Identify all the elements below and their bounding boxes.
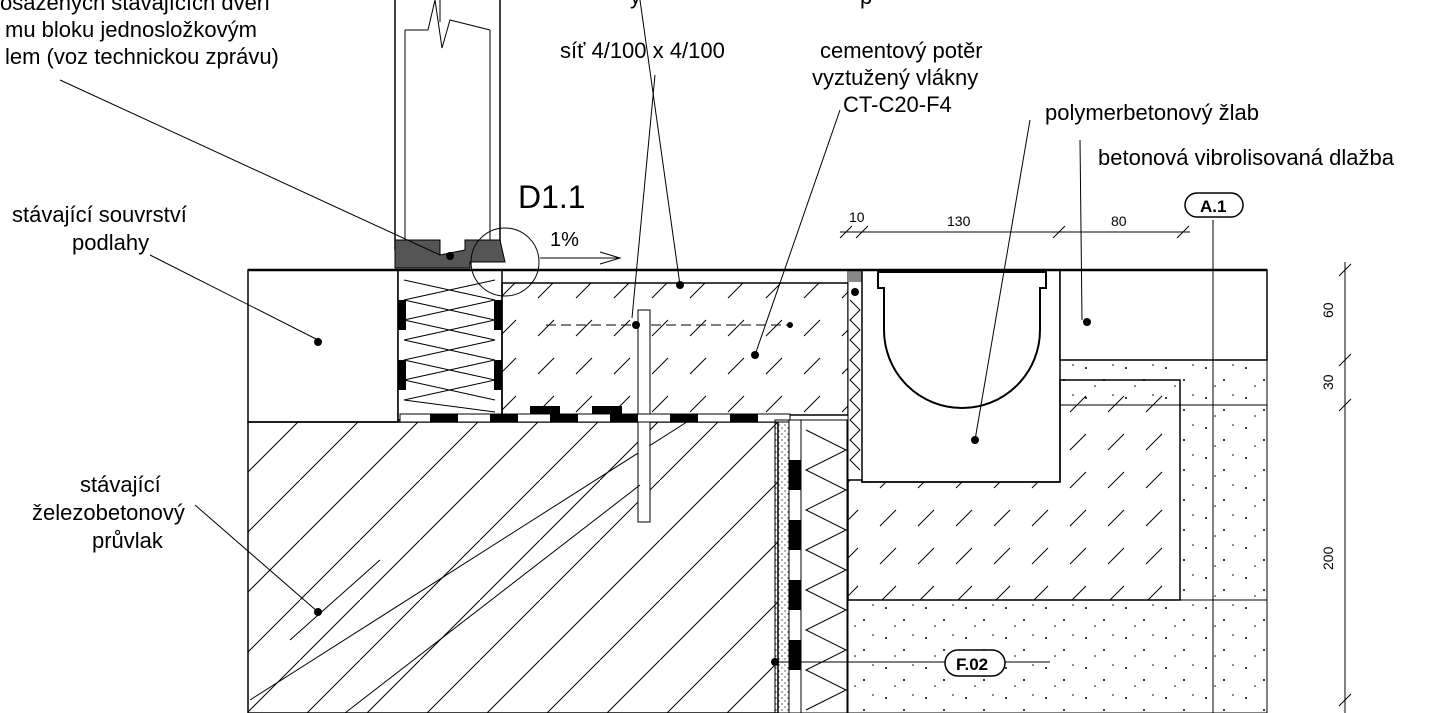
label-drain: polymerbetonový žlab (1045, 100, 1259, 125)
dim-200: 200 (1320, 546, 1336, 570)
label-screed-1: cementový potěr (820, 38, 983, 63)
label-mesh: síť 4/100 x 4/100 (560, 38, 725, 63)
label-beam-2: železobetonový (32, 500, 185, 525)
label-paving: betonová vibrolisovaná dlažba (1098, 145, 1395, 170)
svg-text:F.02: F.02 (956, 655, 988, 674)
label-floor-layers-1: stávající souvrství (12, 202, 187, 227)
door-threshold-insulation (397, 269, 503, 421)
dim-10: 10 (849, 209, 865, 225)
label-top-left-2: mu bloku jednosložkovým (5, 17, 257, 42)
dim-80: 80 (1111, 213, 1127, 229)
label-top-left-3: lem (voz technickou zprávu) (5, 44, 279, 69)
leader-lines (59, 0, 1083, 713)
leader-dots (314, 252, 1091, 666)
slope-label: 1% (550, 229, 579, 251)
polymer-concrete-drain (861, 269, 1061, 483)
svg-text:A.1: A.1 (1200, 197, 1226, 216)
tag-f02: F.02 (944, 649, 1006, 677)
dim-60: 60 (1320, 302, 1336, 318)
edge-insulation (847, 269, 863, 481)
label-beam-1: stávající (80, 472, 161, 497)
label-floor-layers-2: podlahy (72, 230, 149, 255)
slope-arrow (540, 251, 622, 265)
label-beam-3: průvlak (92, 528, 164, 553)
vertical-insulation (774, 419, 848, 713)
label-screed-3: CT-C20-F4 (843, 92, 952, 117)
paving-and-foundation (847, 220, 1268, 713)
tag-a1: A.1 (1184, 192, 1244, 218)
vertical-dimensions (1338, 262, 1352, 713)
label-top-left-1: osazených stávajících dveří (0, 0, 270, 15)
detail-reference: D1.1 (518, 179, 586, 215)
dim-30: 30 (1320, 374, 1336, 390)
horizontal-dimensions (839, 225, 1190, 239)
dim-130: 130 (947, 213, 971, 229)
waterproofing-strip (399, 406, 791, 423)
door-frame (394, 0, 540, 297)
existing-floor-layers (247, 269, 399, 423)
label-fragment-y: y (630, 0, 641, 9)
existing-rc-beam (247, 419, 779, 713)
label-screed-2: vyztužený vlákny (812, 65, 978, 90)
label-fragment-p: p (860, 0, 872, 9)
